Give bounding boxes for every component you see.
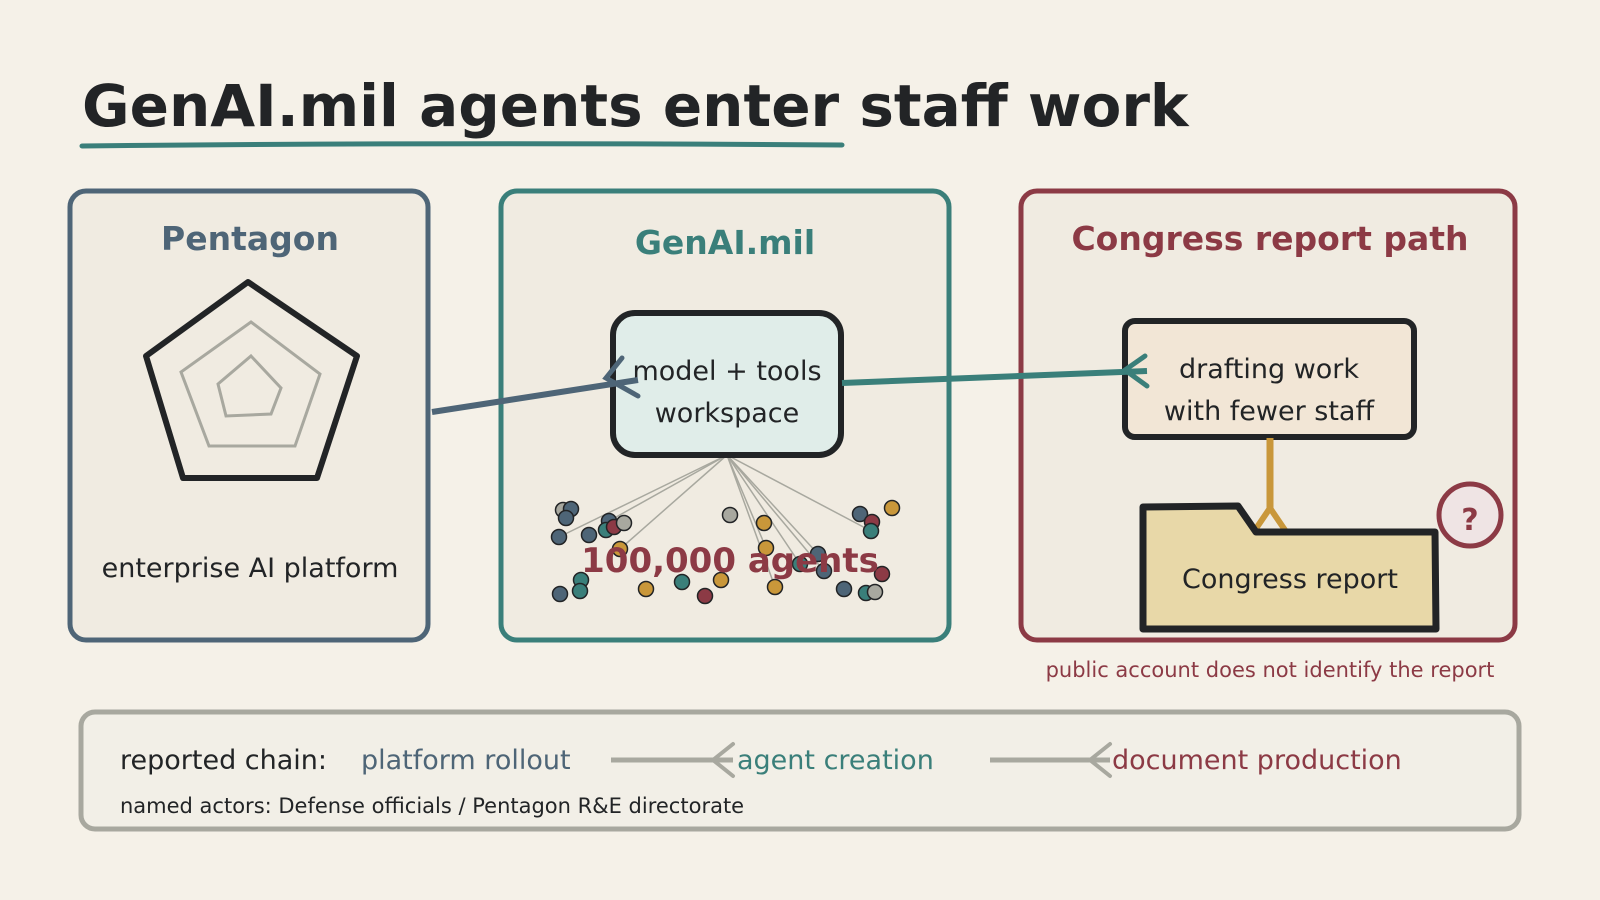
agent-dot bbox=[755, 514, 773, 532]
folder-icon bbox=[1139, 502, 1440, 633]
chain-arrow-2 bbox=[990, 742, 1112, 778]
drafting-to-report-arrow bbox=[1250, 438, 1290, 536]
chain-step-platform-rollout: platform rollout bbox=[361, 745, 571, 776]
agent-dot bbox=[712, 571, 730, 589]
agent-dot bbox=[551, 585, 569, 603]
pentagon-panel-title: Pentagon bbox=[161, 219, 339, 258]
congress-panel: Congress report path drafting work with … bbox=[1018, 188, 1518, 643]
question-mark-icon: ? bbox=[1461, 503, 1478, 538]
agent-dot bbox=[883, 499, 901, 517]
drafting-box bbox=[1122, 318, 1417, 440]
agent-dot bbox=[766, 578, 784, 596]
agent-dot bbox=[815, 562, 833, 580]
agent-dot bbox=[580, 526, 598, 544]
title-underline bbox=[79, 141, 845, 149]
pentagon-panel: Pentagon enterprise AI platform bbox=[67, 188, 431, 643]
agent-dot bbox=[862, 522, 880, 540]
chain-label: reported chain: bbox=[120, 745, 327, 776]
workspace-line-1: model + tools bbox=[632, 356, 821, 387]
drafting-line-2: with fewer staff bbox=[1164, 396, 1376, 427]
congress-note: public account does not identify the rep… bbox=[1046, 658, 1495, 682]
agent-dot bbox=[851, 505, 869, 523]
agent-link-line bbox=[608, 454, 728, 522]
agent-dot bbox=[571, 582, 589, 600]
agent-link-line bbox=[726, 454, 872, 532]
drafting-line-1: drafting work bbox=[1179, 354, 1359, 385]
workspace-line-2: workspace bbox=[655, 398, 800, 429]
agent-count-label: 100,000 agents bbox=[581, 541, 879, 581]
agent-dot bbox=[835, 580, 853, 598]
agent-dot bbox=[809, 545, 827, 563]
question-circle bbox=[1436, 481, 1504, 549]
agent-dot bbox=[873, 565, 891, 583]
agent-dot bbox=[696, 587, 714, 605]
agent-link-line bbox=[619, 454, 728, 550]
agent-dot bbox=[791, 555, 809, 573]
question-badge: ? bbox=[1436, 481, 1504, 549]
chain-actors: named actors: Defense officials / Pentag… bbox=[120, 794, 744, 818]
agent-link-line bbox=[726, 454, 819, 555]
agent-dot bbox=[550, 528, 568, 546]
agent-dot bbox=[866, 583, 884, 601]
agent-dot bbox=[721, 506, 739, 524]
agent-dot bbox=[557, 509, 575, 527]
chain-legend-frame bbox=[78, 709, 1522, 832]
genai-to-drafting-arrow bbox=[841, 353, 1150, 389]
genai-panel-title: GenAI.mil bbox=[635, 223, 815, 262]
agent-link-lines bbox=[558, 454, 872, 588]
agent-link-line bbox=[726, 454, 776, 588]
folder-label: Congress report bbox=[1182, 564, 1398, 595]
congress-panel-title: Congress report path bbox=[1071, 219, 1468, 258]
agent-dot bbox=[615, 514, 633, 532]
chain-step-agent-creation: agent creation bbox=[737, 745, 934, 776]
genai-panel: GenAI.mil model + tools workspace 100,00… bbox=[498, 188, 952, 643]
chain-arrow-1 bbox=[611, 742, 735, 778]
agent-dot bbox=[757, 539, 775, 557]
pentagon-icon bbox=[143, 279, 360, 481]
pentagon-to-genai-arrow bbox=[431, 355, 641, 415]
agent-link-line bbox=[726, 454, 767, 549]
agent-dot bbox=[637, 580, 655, 598]
agent-link-line bbox=[558, 454, 728, 538]
agent-dot bbox=[611, 540, 629, 558]
chain-legend: reported chain: platform rollout agent c… bbox=[78, 709, 1522, 832]
agent-link-line bbox=[726, 454, 825, 572]
page-title: GenAI.mil agents enter staff work bbox=[82, 72, 1190, 140]
chain-step-document-production: document production bbox=[1112, 745, 1402, 776]
pentagon-caption: enterprise AI platform bbox=[102, 553, 399, 584]
agent-dots bbox=[550, 499, 901, 605]
agent-link-line bbox=[726, 454, 801, 565]
agent-dot bbox=[673, 573, 691, 591]
